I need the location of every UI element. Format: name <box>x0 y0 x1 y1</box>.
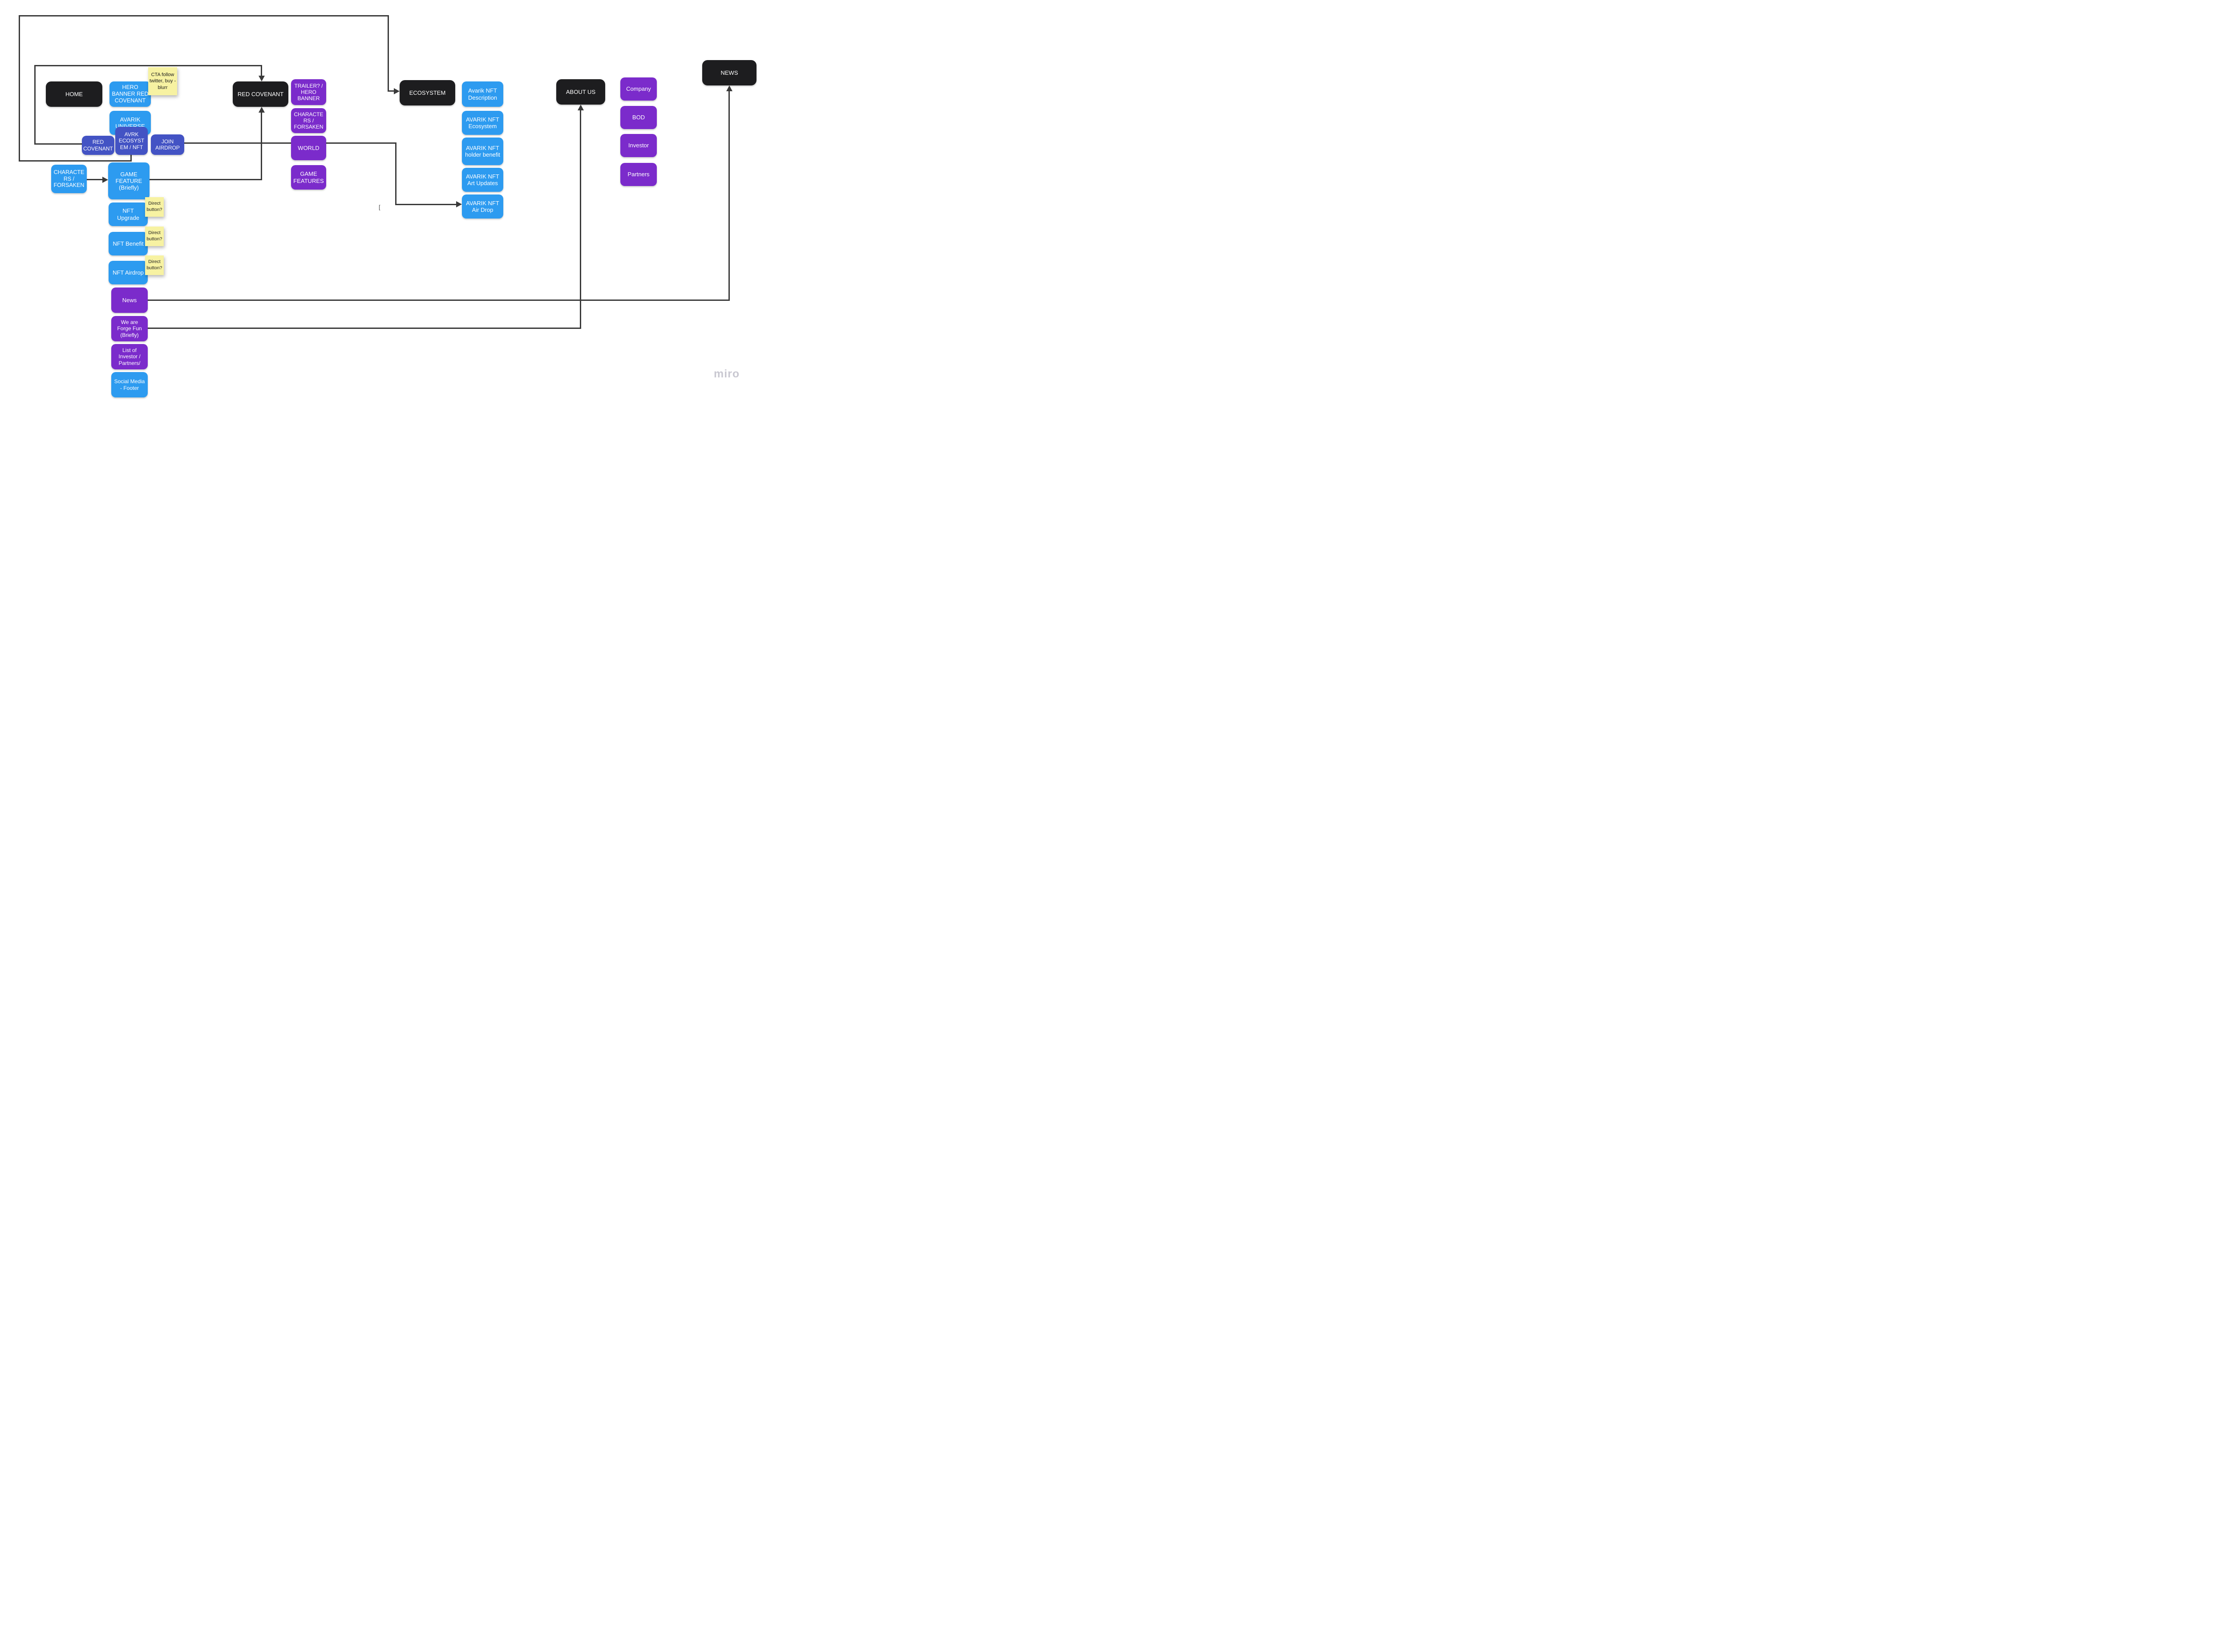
node-avarik-nft-air-drop[interactable]: AVARIK NFT Air Drop <box>462 194 503 219</box>
node-news-section[interactable]: News <box>111 287 148 313</box>
node-list-investor-partners[interactable]: List of Investor / Partners/ <box>111 344 148 369</box>
node-avarik-nft-art-updates[interactable]: AVARIK NFT Art Updates <box>462 168 503 192</box>
node-nft-benefit[interactable]: NFT Benefit <box>109 232 148 255</box>
miro-watermark-logo: miro <box>714 368 740 380</box>
arrowhead-into-news-page <box>726 85 732 91</box>
node-avrk-ecosystem-nft[interactable]: AVRK ECOSYSTEM / NFT <box>115 127 148 155</box>
node-news-page[interactable]: NEWS <box>702 60 756 85</box>
connector-avrk-ecosystem-top[interactable] <box>19 15 389 16</box>
sticky-direct-button-2[interactable]: Direct button? <box>145 227 164 246</box>
node-game-features[interactable]: GAME FEATURES <box>291 165 326 190</box>
arrowhead-into-avarik-air-drop <box>456 201 462 207</box>
connector-airdrop-h1[interactable] <box>184 142 396 144</box>
node-trailer-hero-banner[interactable]: TRAILER? / HERO BANNER <box>291 79 326 105</box>
connector-avrk-ecosystem-bottom[interactable] <box>19 160 132 162</box>
sticky-cta-follow-twitter[interactable]: CTA follow twitter, buy - blurr <box>148 67 177 95</box>
node-red-covenant-page[interactable]: RED COVENANT <box>233 81 288 107</box>
sticky-direct-button-3[interactable]: Direct button? <box>145 255 164 275</box>
node-home-page[interactable]: HOME <box>46 81 102 107</box>
connector-news-h[interactable] <box>148 300 729 301</box>
connector-characters-gamefeature[interactable] <box>87 179 103 180</box>
connector-redcov-loop-bottom[interactable] <box>34 143 82 145</box>
arrowhead-into-game-feature <box>102 177 108 183</box>
miro-board-canvas[interactable]: [ HOME HERO BANNER RED COVENANT AVARIK U… <box>0 0 773 413</box>
node-nft-airdrop[interactable]: NFT Airdrop <box>109 261 148 284</box>
connector-gamefeature-h[interactable] <box>150 179 262 180</box>
connector-avrk-ecosystem-elbow[interactable] <box>388 90 395 92</box>
connector-airdrop-v[interactable] <box>395 142 396 205</box>
connector-avrk-ecosystem-left[interactable] <box>19 15 20 162</box>
arrowhead-into-about-us <box>578 105 584 110</box>
connector-forgefun-v[interactable] <box>580 110 581 329</box>
node-world[interactable]: WORLD <box>291 136 326 160</box>
connector-gamefeature-v[interactable] <box>261 112 262 180</box>
arrowhead-into-red-covenant-bottom <box>259 107 265 113</box>
node-join-airdrop[interactable]: JOIN AIRDROP <box>151 134 184 155</box>
node-characters-forsaken-home[interactable]: CHARACTERS / FORSAKEN <box>51 165 87 193</box>
node-nft-upgrade[interactable]: NFT Upgrade <box>109 202 148 226</box>
connector-avrk-ecosystem-right[interactable] <box>388 15 389 92</box>
node-investor[interactable]: Investor <box>620 134 657 157</box>
connector-airdrop-h2[interactable] <box>395 204 456 205</box>
node-social-media-footer[interactable]: Social Media - Footer <box>111 372 148 397</box>
arrowhead-into-red-covenant-top <box>259 76 265 81</box>
stray-text-glyph: [ <box>379 204 380 211</box>
node-company[interactable]: Company <box>620 77 657 101</box>
node-ecosystem-page[interactable]: ECOSYSTEM <box>400 80 455 105</box>
connector-news-v[interactable] <box>728 91 730 301</box>
connector-redcov-loop-drop[interactable] <box>261 65 262 77</box>
arrowhead-into-ecosystem <box>394 88 400 94</box>
sticky-direct-button-1[interactable]: Direct button? <box>145 197 164 217</box>
node-about-us-page[interactable]: ABOUT US <box>556 79 605 105</box>
connector-redcov-loop-left[interactable] <box>34 65 36 145</box>
node-bod[interactable]: BOD <box>620 106 657 129</box>
connector-redcov-loop-top[interactable] <box>34 65 262 66</box>
node-hero-banner-red-covenant[interactable]: HERO BANNER RED COVENANT <box>109 81 151 107</box>
node-partners[interactable]: Partners <box>620 163 657 186</box>
node-avarik-nft-description[interactable]: Avarik NFT Description <box>462 81 503 107</box>
connector-forgefun-h[interactable] <box>148 328 581 329</box>
connector-avrk-ecosystem-stub[interactable] <box>130 155 132 162</box>
node-avarik-nft-ecosystem[interactable]: AVARIK NFT Ecosystem <box>462 111 503 135</box>
node-game-feature-briefly[interactable]: GAME FEATURE (Briefly) <box>108 162 150 199</box>
node-red-covenant-nav[interactable]: RED COVENANT <box>82 136 114 155</box>
node-we-are-forge-fun[interactable]: We are Forge Fun (Briefly) <box>111 316 148 341</box>
node-avarik-nft-holder-benefit[interactable]: AVARIK NFT holder benefit <box>462 138 503 165</box>
node-characters-forsaken-rc[interactable]: CHARACTERS / FORSAKEN <box>291 108 326 133</box>
